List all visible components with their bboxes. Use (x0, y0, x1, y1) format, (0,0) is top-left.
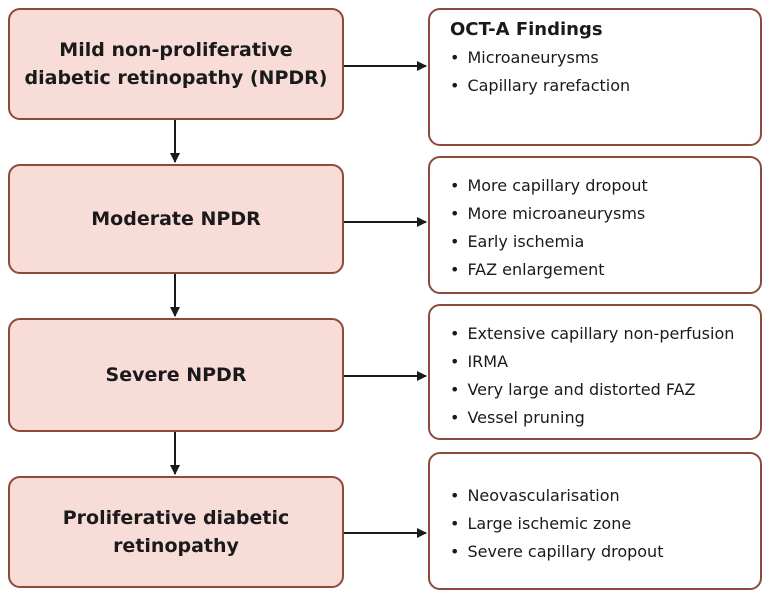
list-item: Capillary rarefaction (450, 72, 744, 100)
list-item: Extensive capillary non-perfusion (450, 320, 744, 348)
findings-proliferative: Neovascularisation Large ischemic zone S… (428, 452, 762, 590)
stage-label: Proliferative diabetic retinopathy (62, 507, 290, 557)
stage-severe-npdr: Severe NPDR (8, 318, 344, 432)
list-item: More capillary dropout (450, 172, 744, 200)
list-item: Early ischemia (450, 228, 744, 256)
list-item: More microaneurysms (450, 200, 744, 228)
findings-severe: Extensive capillary non-perfusion IRMA V… (428, 304, 762, 440)
list-item: IRMA (450, 348, 744, 376)
findings-list: Extensive capillary non-perfusion IRMA V… (450, 320, 744, 432)
stage-proliferative-dr: Proliferative diabetic retinopathy (8, 476, 344, 588)
list-item: Microaneurysms (450, 44, 744, 72)
list-item: Vessel pruning (450, 404, 744, 432)
stage-moderate-npdr: Moderate NPDR (8, 164, 344, 274)
findings-heading: OCT-A Findings (450, 19, 603, 40)
findings-moderate: More capillary dropout More microaneurys… (428, 156, 762, 294)
list-item: Very large and distorted FAZ (450, 376, 744, 404)
stage-label: Moderate NPDR (91, 208, 261, 230)
list-item: Neovascularisation (450, 482, 744, 510)
list-item: FAZ enlargement (450, 256, 744, 284)
stage-label: Mild non-proliferative diabetic retinopa… (24, 39, 328, 89)
findings-list: Microaneurysms Capillary rarefaction (450, 44, 744, 100)
list-item: Severe capillary dropout (450, 538, 744, 566)
stage-label: Severe NPDR (105, 364, 247, 386)
findings-list: Neovascularisation Large ischemic zone S… (450, 482, 744, 566)
stage-mild-npdr: Mild non-proliferative diabetic retinopa… (8, 8, 344, 120)
findings-mild: OCT-A Findings Microaneurysms Capillary … (428, 8, 762, 146)
findings-list: More capillary dropout More microaneurys… (450, 172, 744, 284)
list-item: Large ischemic zone (450, 510, 744, 538)
